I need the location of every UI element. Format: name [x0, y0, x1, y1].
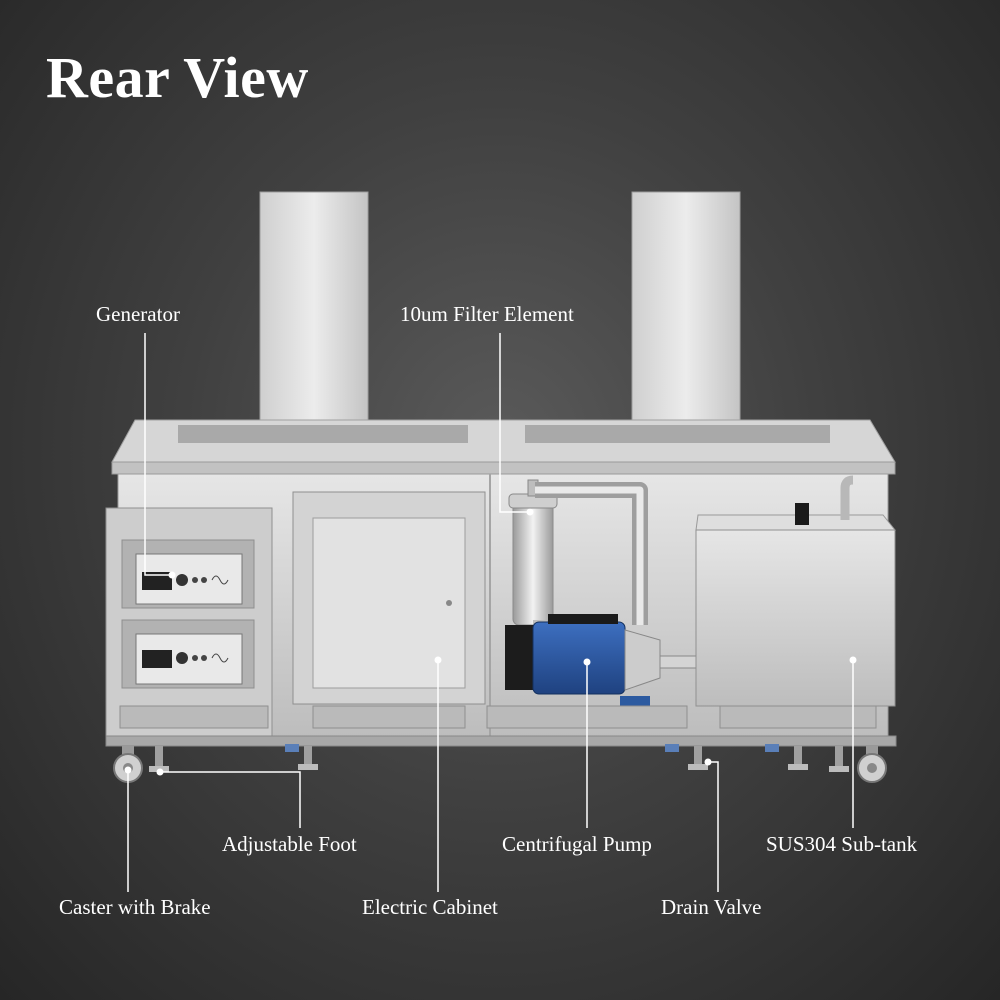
drain-valves — [285, 744, 779, 752]
generator-unit-bottom — [135, 633, 243, 685]
label-generator: Generator — [96, 302, 180, 326]
leader-lines — [127, 333, 854, 892]
electric-cabinet-door — [292, 491, 486, 705]
leader-dots — [124, 508, 857, 776]
label-caster-with-brake: Caster with Brake — [59, 895, 211, 919]
label-filter-element: 10um Filter Element — [400, 302, 574, 326]
left-hood — [259, 191, 369, 445]
top-deck — [111, 419, 896, 475]
adjustable-feet — [149, 746, 849, 772]
leader-adjustable-foot — [160, 771, 301, 828]
caster-right — [857, 746, 887, 783]
label-sub-tank: SUS304 Sub-tank — [766, 832, 918, 856]
generator-unit-top — [135, 553, 243, 605]
filter-element — [508, 479, 558, 626]
sub-tank — [695, 475, 897, 707]
label-electric-cabinet: Electric Cabinet — [362, 895, 498, 919]
base-frame — [105, 705, 897, 747]
leader-generator — [144, 333, 172, 576]
page-title: Rear View — [46, 45, 309, 110]
generator-rack — [105, 507, 273, 745]
label-centrifugal-pump: Centrifugal Pump — [502, 832, 652, 856]
label-adjustable-foot: Adjustable Foot — [222, 832, 357, 856]
leader-filter — [499, 333, 530, 513]
label-drain-valve: Drain Valve — [661, 895, 762, 919]
right-hood — [631, 191, 741, 445]
leader-drain-valve — [708, 761, 719, 892]
